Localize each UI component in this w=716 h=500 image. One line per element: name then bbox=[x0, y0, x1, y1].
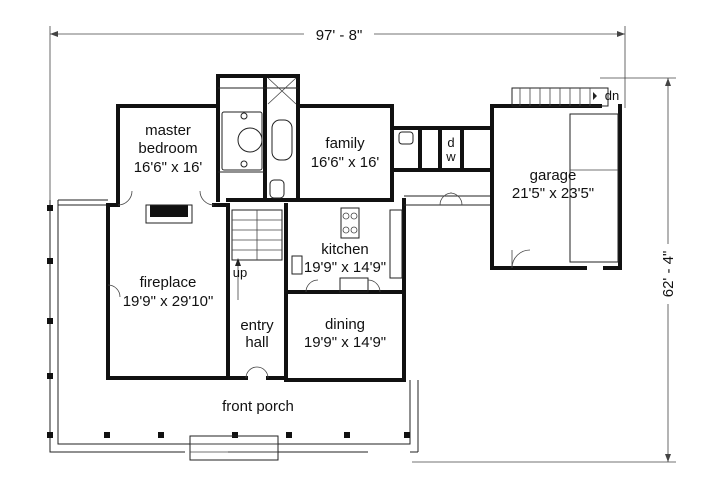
depth-dimension: 62' - 4" bbox=[412, 77, 680, 463]
staircase: up bbox=[231, 209, 283, 300]
fireplace-label: fireplace bbox=[140, 274, 197, 291]
laundry-area: d w bbox=[390, 126, 492, 206]
garage-size: 21'5" x 23'5" bbox=[512, 185, 594, 202]
family-size: 16'6" x 16' bbox=[311, 154, 380, 171]
master-bedroom-label-line1: master bbox=[145, 122, 191, 139]
overall-width-label: 97' - 8" bbox=[316, 27, 363, 44]
room-labels: master bedroom 16'6" x 16' family 16'6" … bbox=[123, 122, 594, 351]
width-dimension: 97' - 8" bbox=[49, 24, 626, 200]
kitchen-size: 19'9" x 14'9" bbox=[304, 259, 386, 276]
front-porch-label: front porch bbox=[222, 398, 294, 415]
washer-label: w bbox=[445, 149, 456, 164]
kitchen-fixtures bbox=[291, 207, 403, 293]
entry-hall-label-line2: hall bbox=[245, 334, 268, 351]
fireplace-hearth bbox=[145, 204, 193, 224]
garage-label: garage bbox=[530, 167, 577, 184]
overall-depth-label: 62' - 4" bbox=[660, 251, 677, 298]
stair-down-label: dn bbox=[605, 88, 619, 103]
dryer-label: d bbox=[447, 135, 454, 150]
dining-label: dining bbox=[325, 316, 365, 333]
garage: dn bbox=[490, 87, 622, 270]
door-swings bbox=[107, 190, 463, 379]
master-bath-fixtures bbox=[221, 77, 297, 199]
entry-hall-label-line1: entry bbox=[240, 317, 274, 334]
dining-size: 19'9" x 14'9" bbox=[304, 334, 386, 351]
fireplace-size: 19'9" x 29'10" bbox=[123, 293, 214, 310]
family-label: family bbox=[325, 135, 365, 152]
master-bedroom-size: 16'6" x 16' bbox=[134, 159, 203, 176]
kitchen-label: kitchen bbox=[321, 241, 369, 258]
master-bedroom-label-line2: bedroom bbox=[138, 140, 197, 157]
stair-up-label: up bbox=[233, 265, 247, 280]
front-porch: front porch bbox=[47, 199, 419, 461]
